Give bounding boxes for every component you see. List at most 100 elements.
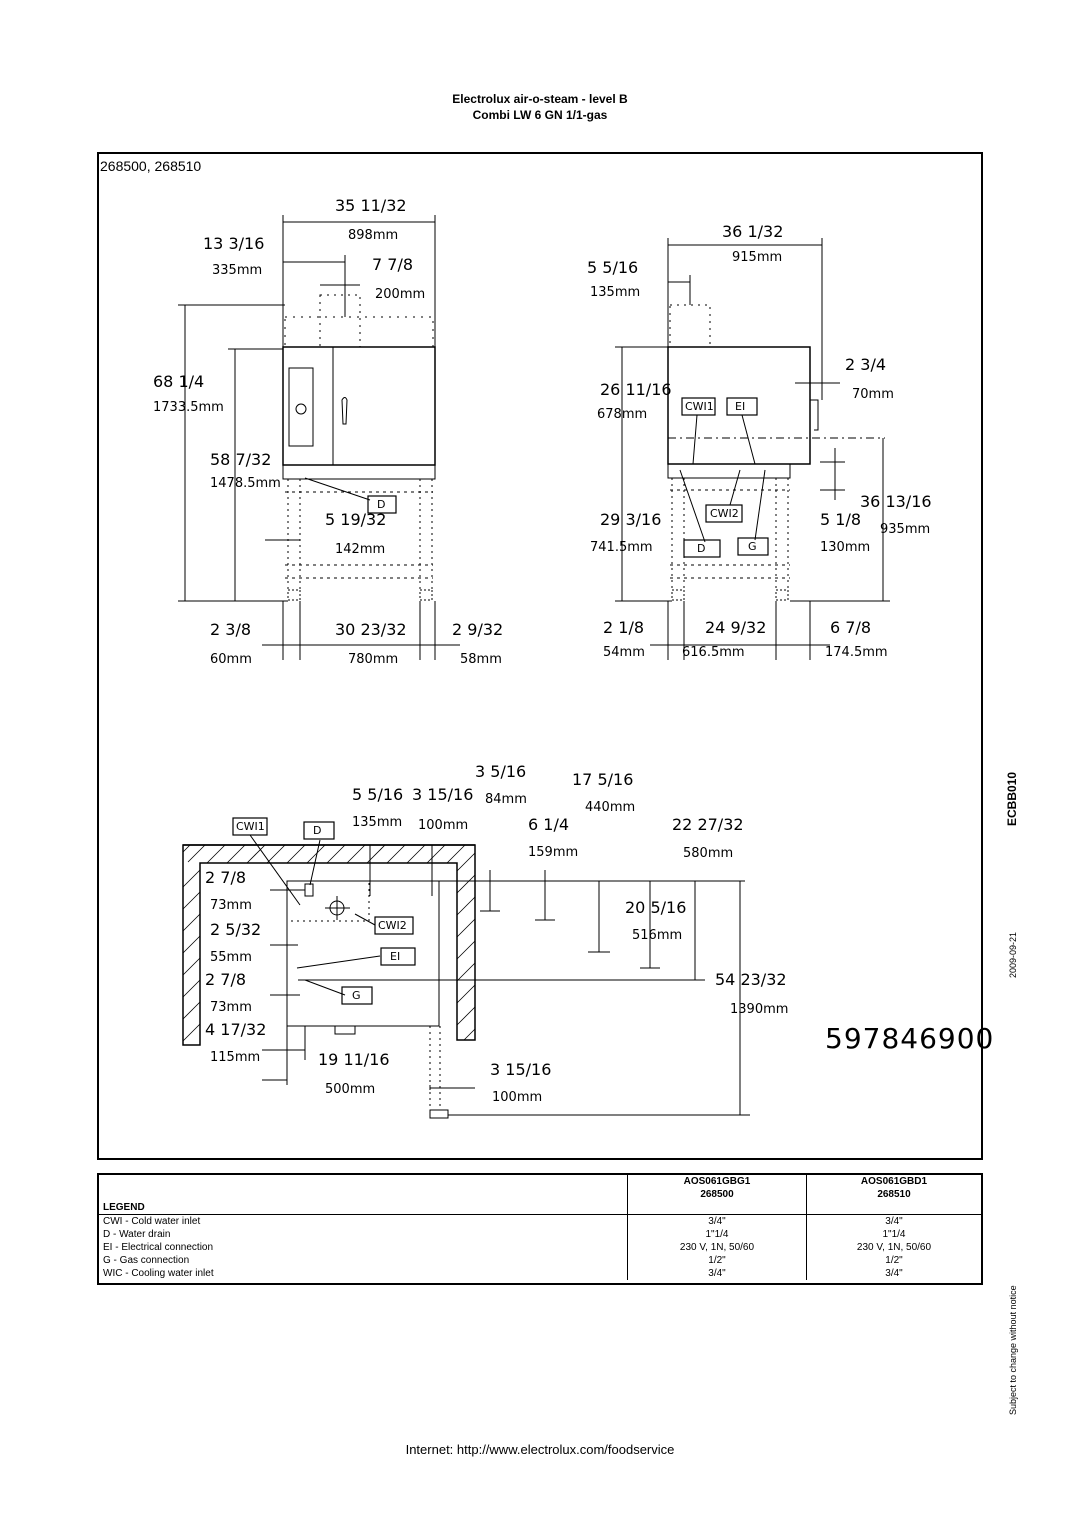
legend-row-label: CWI - Cold water inlet: [103, 1216, 201, 1227]
legend-row-v1: 3/4": [627, 1214, 807, 1228]
front-drain-mm: 142mm: [335, 542, 386, 557]
change-notice: Subject to change without notice: [1008, 1285, 1018, 1415]
front-left-in: 13 3/16: [203, 234, 265, 253]
side-upper-mm: 678mm: [597, 407, 648, 422]
side-foot-r-in: 6 7/8: [830, 618, 872, 637]
plan-g-mm: 516mm: [632, 928, 683, 943]
front-base-mm: 780mm: [348, 652, 399, 667]
front-top-in: 7 7/8: [372, 255, 414, 274]
legend-row-v2: 1"1/4: [806, 1228, 981, 1241]
front-view: [178, 215, 460, 660]
drawing-frame: [97, 152, 983, 1160]
legend-row-label: D - Water drain: [103, 1229, 171, 1240]
side-label-cwi2: CWI2: [710, 507, 739, 520]
plan-a-in: 5 5/16: [352, 785, 404, 804]
legend-col1-code: 268500: [627, 1188, 807, 1201]
part-number: 597846900: [825, 1022, 995, 1055]
legend-title: LEGEND: [99, 1201, 628, 1215]
side-conn-in: 5 1/8: [820, 510, 862, 529]
side-lower-in: 29 3/16: [600, 510, 662, 529]
side-label-ei: EI: [735, 400, 746, 413]
side-upper-in: 26 11/16: [600, 380, 672, 399]
side-label-d: D: [697, 542, 706, 555]
front-height-in: 68 1/4: [153, 372, 205, 391]
legend-row-label: EI - Electrical connection: [103, 1242, 214, 1253]
side-handle-in: 2 3/4: [845, 355, 887, 374]
model-numbers: 268500, 268510: [100, 158, 202, 174]
plan-e-mm: 440mm: [585, 800, 636, 815]
plan-e-in: 17 5/16: [572, 770, 634, 789]
plan-b-mm: 100mm: [418, 818, 469, 833]
side-view: [615, 238, 890, 660]
footer-url: Internet: http://www.electrolux.com/food…: [405, 1442, 675, 1457]
plan-f-in: 22 27/32: [672, 815, 744, 834]
plan-l2-mm: 55mm: [210, 950, 252, 965]
plan-h-in: 54 23/32: [715, 970, 787, 989]
side-foot-l-mm: 54mm: [603, 645, 645, 660]
side-lower-mm: 741.5mm: [590, 540, 653, 555]
doc-subtitle: Combi LW 6 GN 1/1-gas: [472, 108, 608, 122]
front-foot-l-in: 2 3/8: [210, 620, 252, 639]
front-width-in: 35 11/32: [335, 196, 407, 215]
legend-row-v1: 3/4": [627, 1267, 807, 1280]
plan-l3-mm: 73mm: [210, 1000, 252, 1015]
front-left-mm: 335mm: [212, 263, 263, 278]
side-total-mm: 935mm: [880, 522, 931, 537]
front-body-mm: 1478.5mm: [210, 476, 281, 491]
legend-row-v2: 1/2": [806, 1254, 981, 1267]
front-top-mm: 200mm: [375, 287, 426, 302]
technical-drawing: [178, 215, 890, 1119]
front-width-mm: 898mm: [348, 228, 399, 243]
side-label-cwi1: CWI1: [685, 400, 714, 413]
plan-label-cwi1: CWI1: [236, 820, 265, 833]
plan-view: [182, 834, 750, 1119]
plan-l4-in: 4 17/32: [205, 1020, 267, 1039]
plan-w-mm: 500mm: [325, 1082, 376, 1097]
plan-label-d: D: [313, 824, 322, 837]
side-back-mm: 135mm: [590, 285, 641, 300]
plan-r-in: 3 15/16: [490, 1060, 552, 1079]
side-depth-mm: 915mm: [732, 250, 783, 265]
front-foot-l-mm: 60mm: [210, 652, 252, 667]
side-label-g: G: [748, 540, 757, 553]
legend-col2-code: 268510: [806, 1188, 981, 1201]
plan-f-mm: 580mm: [683, 846, 734, 861]
document-code: ECBB010: [1005, 771, 1019, 826]
plan-l3-in: 2 7/8: [205, 970, 247, 989]
legend-row-v2: 3/4": [806, 1214, 981, 1228]
legend-row-v1: 1"1/4: [627, 1228, 807, 1241]
side-depth-in: 36 1/32: [722, 222, 784, 241]
legend-row-v1: 1/2": [627, 1254, 807, 1267]
plan-c-in: 3 5/16: [475, 762, 527, 781]
plan-l1-mm: 73mm: [210, 898, 252, 913]
side-foot-r-mm: 174.5mm: [825, 645, 888, 660]
plan-g-in: 20 5/16: [625, 898, 687, 917]
plan-label-cwi2: CWI2: [378, 919, 407, 932]
plan-d-in: 6 1/4: [528, 815, 570, 834]
legend-row-v2: 230 V, 1N, 50/60: [806, 1241, 981, 1254]
plan-l2-in: 2 5/32: [210, 920, 262, 939]
plan-r-mm: 100mm: [492, 1090, 543, 1105]
side-base-in: 24 9/32: [705, 618, 767, 637]
plan-label-g: G: [352, 989, 361, 1002]
side-foot-l-in: 2 1/8: [603, 618, 645, 637]
legend-table: AOS061GBG1 AOS061GBD1 268500 268510 LEGE…: [97, 1173, 983, 1285]
legend-row-label: G - Gas connection: [103, 1255, 190, 1266]
plan-h-mm: 1390mm: [730, 1002, 789, 1017]
legend-row-v1: 230 V, 1N, 50/60: [627, 1241, 807, 1254]
plan-d-mm: 159mm: [528, 845, 579, 860]
plan-b-in: 3 15/16: [412, 785, 474, 804]
connection-labels: [232, 397, 769, 1005]
plan-w-in: 19 11/16: [318, 1050, 390, 1069]
front-foot-r-mm: 58mm: [460, 652, 502, 667]
legend-col1-model: AOS061GBG1: [627, 1175, 807, 1188]
side-handle-mm: 70mm: [852, 387, 894, 402]
side-back-in: 5 5/16: [587, 258, 639, 277]
plan-l4-mm: 115mm: [210, 1050, 261, 1065]
side-total-in: 36 13/16: [860, 492, 932, 511]
front-body-in: 58 7/32: [210, 450, 272, 469]
front-height-mm: 1733.5mm: [153, 400, 224, 415]
legend-row-v2: 3/4": [806, 1267, 981, 1280]
front-base-in: 30 23/32: [335, 620, 407, 639]
plan-a-mm: 135mm: [352, 815, 403, 830]
